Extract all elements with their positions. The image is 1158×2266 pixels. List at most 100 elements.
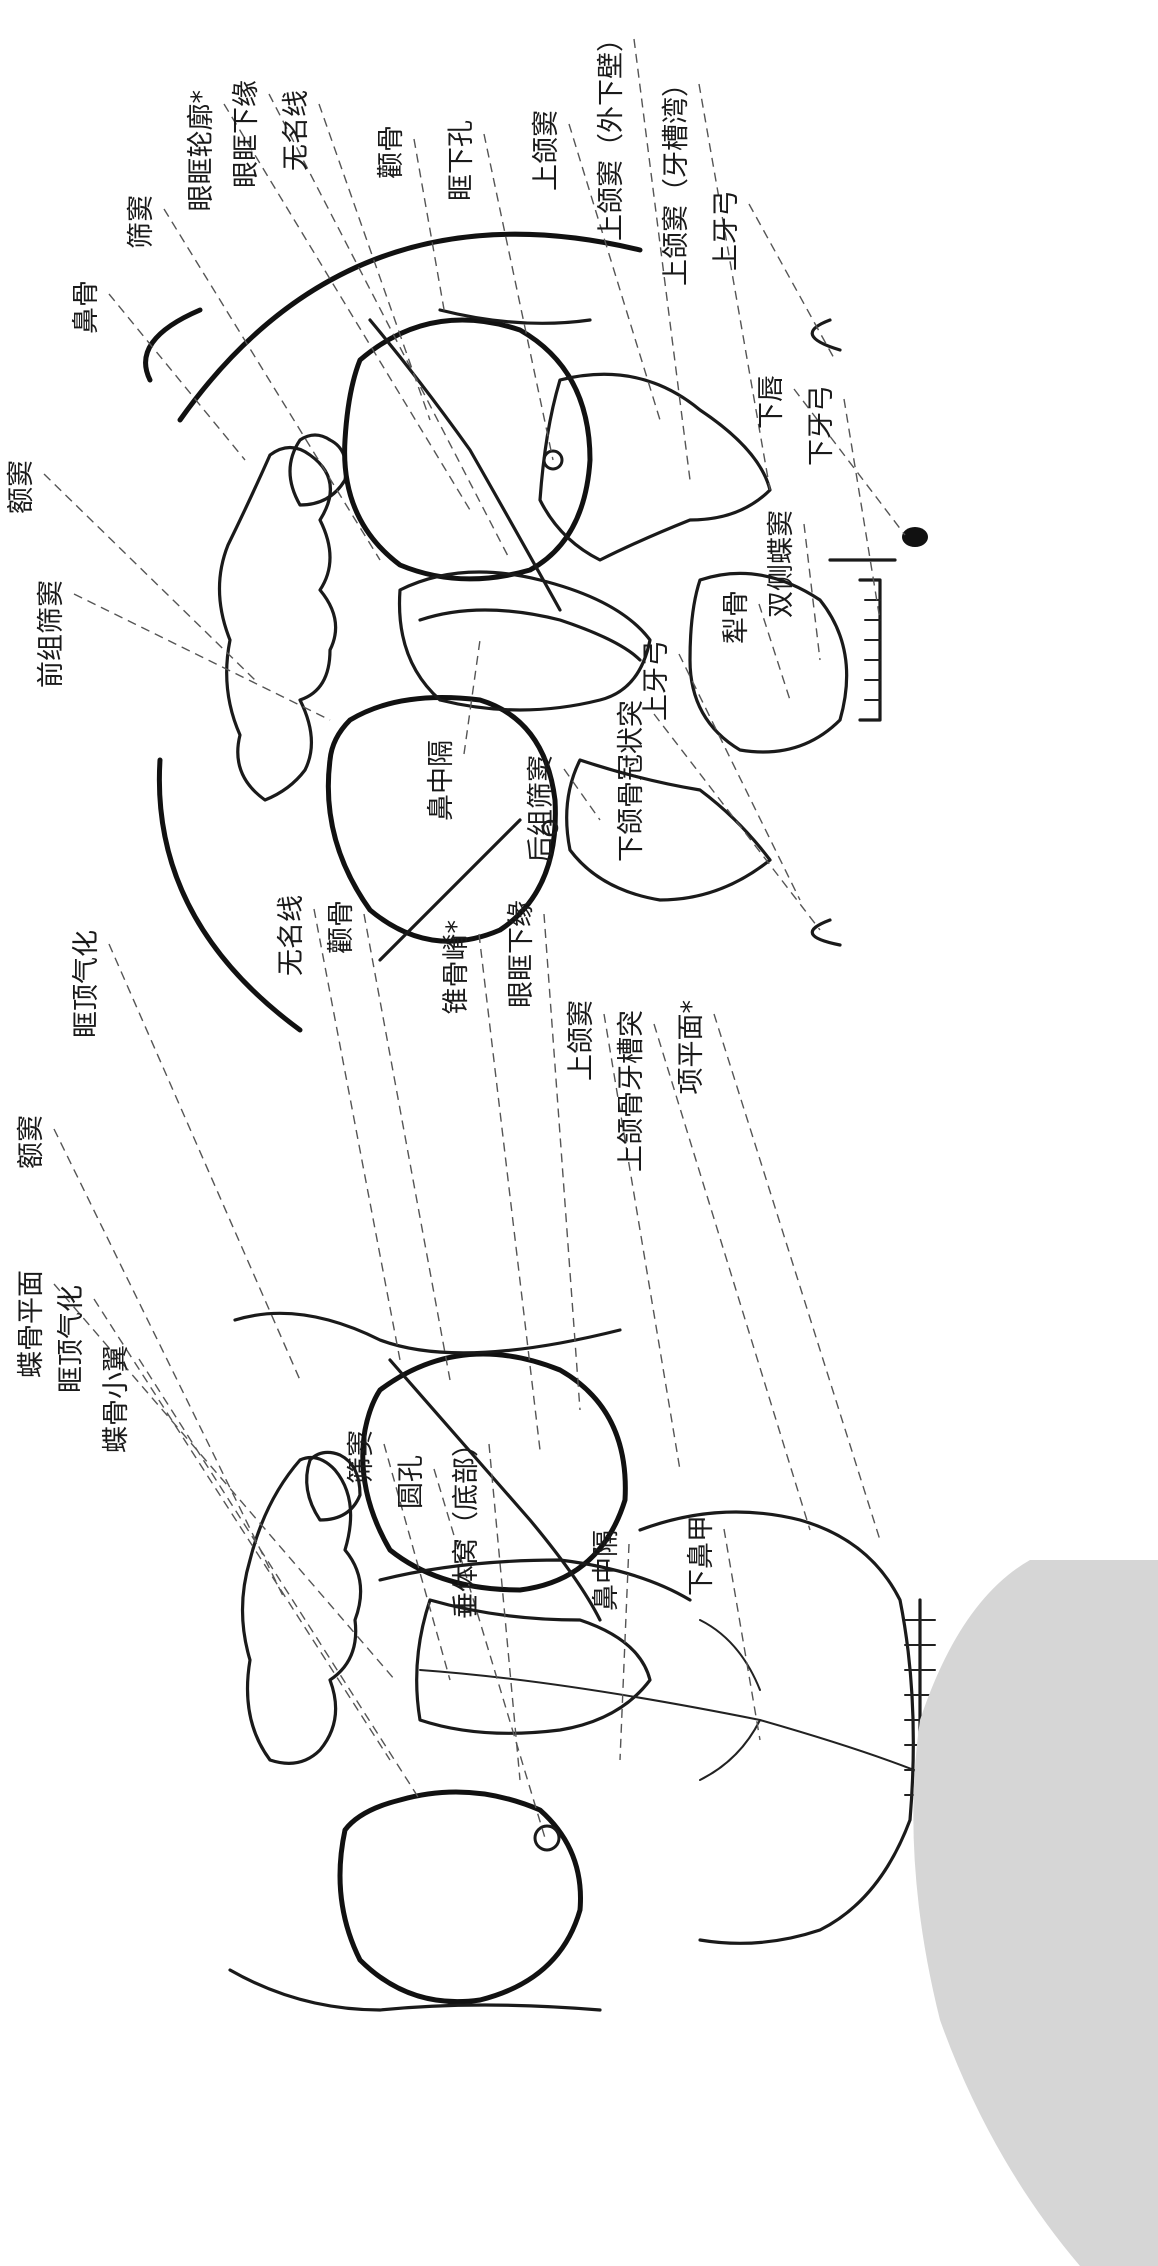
bottom-septum-line [419, 1669, 961, 1791]
bottom-leader-nasal-septum [619, 1543, 630, 1761]
top-leader-vomer [758, 603, 791, 701]
bottom-label-lesser-wing: 蝶骨小翼 [101, 1345, 132, 1453]
top-label-maxillary-sinus-lateral: 上颌窦（外下壁） [596, 25, 627, 241]
top-label-bilateral-sphenoid: 双侧蝶窦 [766, 510, 797, 618]
bottom-orbit-right [360, 1351, 628, 1593]
top-diagram [143, 231, 928, 1033]
bottom-leader-ethmoid-sinus [383, 1443, 451, 1681]
top-leader-posterior-ethmoid [563, 768, 601, 821]
top-leader-anterior-ethmoid [73, 593, 331, 721]
top-leader-lower-dental-arch [843, 398, 881, 621]
top-label-maxillary-sinus-alveolar: 上颌窦（牙槽湾） [661, 70, 692, 286]
bottom-label-orbital-roof-pneumatization: 眶顶气化 [71, 930, 102, 1038]
bottom-label-inferior-turbinate: 下鼻甲 [686, 1515, 717, 1596]
bottom-leader-orbital-roof-pneumatization [108, 943, 301, 1381]
top-teeth [828, 558, 897, 722]
top-leader-zygomatic [413, 138, 446, 316]
top-skull-arc-upper [143, 307, 203, 383]
top-leader-orbital-rim [223, 103, 471, 511]
bottom-petrous-ridge [378, 1558, 692, 1602]
bottom-label-frontal-sinus: 额窦 [16, 1115, 47, 1169]
top-sphenoid-ring [688, 571, 849, 754]
top-label-frontal-sinus: 额窦 [6, 460, 37, 514]
top-leader-maxillary-sinus [568, 123, 661, 421]
bottom-inner-curves [699, 1619, 761, 1781]
top-coronoid-spike-left [810, 918, 842, 947]
bottom-leader-frontal-sinus [53, 1128, 286, 1601]
top-foramen-left [541, 819, 559, 837]
top-skull-arc-right [177, 231, 643, 423]
top-leader-coronoid-process [653, 713, 821, 931]
bottom-leader-petrous-ridge [478, 933, 541, 1451]
top-leader-upper-dental-arch-left [678, 653, 801, 901]
top-label-posterior-ethmoid: 后组筛窦 [526, 755, 557, 863]
bottom-label-infraorbital-margin: 眼眶下缘 [506, 900, 537, 1008]
top-leader-nasal-septum [463, 639, 481, 755]
bottom-sweep-top [233, 1311, 622, 1355]
bottom-leader-alveolar-process [653, 1023, 811, 1531]
top-leader-nasal-bone [108, 293, 246, 461]
top-label-infraorbital-foramen: 眶下孔 [446, 120, 477, 201]
bottom-label-foramen-rotundum: 圆孔 [396, 1455, 427, 1509]
label-layer: 额窦鼻骨筛窦眼眶轮廓*眼眶下缘无名线颧骨眶下孔上颌窦上颌窦（外下壁）上颌窦（牙槽… [6, 25, 837, 1619]
top-frontal-sinus-lobe-right [288, 433, 348, 507]
top-label-innominate-line: 无名线 [281, 90, 312, 171]
top-leader-lower-lip [793, 388, 906, 536]
top-label-lower-lip: 下唇 [756, 375, 787, 429]
bottom-diagram [228, 1311, 961, 2012]
top-label-orbital-rim: 眼眶轮廓* [186, 90, 217, 212]
top-middle-cavity [397, 570, 652, 712]
top-leader-bilateral-sphenoid [803, 523, 821, 661]
top-label-maxillary-sinus: 上颌窦 [531, 110, 562, 191]
top-frontal-sinus-outline [217, 445, 338, 802]
bottom-label-maxillary-sinus: 上颌窦 [566, 1000, 597, 1081]
leader-lines [43, 38, 906, 1839]
bottom-leader-foramen-rotundum [433, 1468, 546, 1839]
bottom-label-zygomatic: 颧骨 [326, 900, 357, 954]
bottom-frontal-sinus-outline [240, 1456, 363, 1765]
top-label-nasal-bone: 鼻骨 [71, 280, 102, 334]
bottom-leader-infraorbital-margin [543, 913, 581, 1411]
bottom-label-nasal-septum: 鼻中隔 [591, 1530, 622, 1611]
top-maxillary-sinus-right [538, 372, 772, 562]
top-label-ethmoid-sinus: 筛窦 [126, 195, 157, 249]
bottom-innominate-line [388, 1358, 602, 1622]
bottom-label-orbital-roof-pneumatization-2: 眶顶气化 [56, 1285, 87, 1393]
top-orbit-right [342, 317, 593, 582]
bottom-label-pituitary-fossa: 垂体窝（底部） [451, 1430, 482, 1619]
top-label-upper-dental-arch-left: 上牙弓 [641, 640, 672, 721]
bottom-leader-lesser-wing [138, 1358, 421, 1801]
bottom-leader-orbital-roof-pneumatization-2 [93, 1298, 391, 1761]
bottom-label-sphenoid-plane: 蝶骨平面 [16, 1270, 47, 1378]
bottom-label-innominate-line: 无名线 [276, 895, 307, 976]
bottom-sweep-bottom [228, 1968, 602, 2012]
top-leader-frontal-sinus [43, 473, 256, 681]
bottom-leader-maxillary-sinus [603, 1013, 681, 1471]
bottom-nasal-cavity [415, 1598, 652, 1735]
bottom-foramen-rotundum [533, 1824, 561, 1852]
bottom-label-petrous-ridge: 锥骨嵴* [441, 920, 472, 1015]
top-label-nasal-septum: 鼻中隔 [426, 740, 457, 821]
top-innominate-line-left [378, 818, 522, 962]
top-nasal-septum-curve [418, 608, 642, 662]
bottom-maxilla-outline [638, 1510, 915, 1945]
top-lower-lip-mark [902, 527, 928, 547]
top-leader-infraorbital-margin [268, 93, 511, 561]
bottom-leader-sphenoid-plane [53, 1283, 396, 1681]
bottom-label-planum-nuchale: 项平面* [676, 1000, 707, 1095]
top-leader-infraorbital-foramen [483, 133, 554, 461]
top-skull-arc-left [156, 757, 303, 1033]
top-leader-maxillary-sinus-alveolar [698, 83, 771, 491]
bottom-leader-zygomatic [363, 913, 451, 1381]
bottom-leader-inferior-turbinate [723, 1528, 761, 1741]
top-zygomatic-line [438, 308, 592, 325]
bottom-leader-innominate-line [313, 908, 401, 1361]
top-leader-ethmoid-sinus [163, 208, 381, 561]
top-label-infraorbital-margin: 眼眶下缘 [231, 80, 262, 188]
top-label-anterior-ethmoid: 前组筛窦 [36, 580, 67, 688]
bottom-label-alveolar-process: 上颌骨牙槽突 [616, 1010, 647, 1172]
bottom-leader-pituitary-fossa [488, 1443, 521, 1781]
bottom-label-ethmoid-sinus: 筛窦 [346, 1430, 377, 1484]
top-leader-upper-dental-arch-right [748, 203, 836, 361]
